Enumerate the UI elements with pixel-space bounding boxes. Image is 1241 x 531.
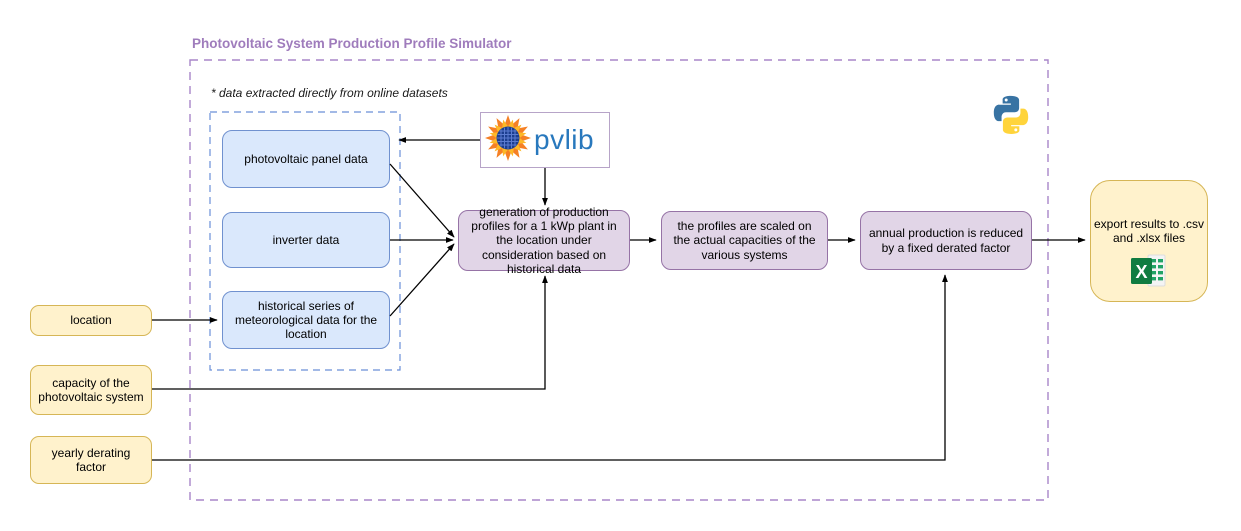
node-label: yearly derating factor [51,445,131,474]
python-icon [990,92,1032,138]
node-input-derating-factor: yearly derating factor [30,436,152,484]
node-label: location [70,313,112,328]
node-scale-profiles: the profiles are scaled on the actual ca… [661,211,828,270]
node-inverter-data: inverter data [222,212,390,268]
node-label: photovoltaic panel data [244,151,368,166]
node-label: the profiles are scaled on the actual ca… [673,219,816,262]
excel-x-letter: X [1135,262,1147,282]
node-photovoltaic-panel-data: photovoltaic panel data [222,130,390,188]
node-label: export results to .csv and .xlsx files [1093,217,1205,246]
node-historical-meteorological-data: historical series of meteorological data… [222,291,390,349]
arrow-weather-to-generation [389,243,455,317]
node-label: generation of production profiles for a … [471,205,617,276]
note-online-datasets: * data extracted directly from online da… [211,86,448,100]
pvlib-logo: pvlib [480,112,610,168]
node-input-location: location [30,305,152,336]
node-export-results: export results to .csv and .xlsx files X [1090,180,1208,302]
node-label: capacity of the photovoltaic system [38,375,144,404]
node-label: historical series of meteorological data… [234,298,378,342]
node-generate-profiles: generation of production profiles for a … [458,205,630,276]
node-derate-production: annual production is reduced by a fixed … [860,211,1032,270]
diagram-title: Photovoltaic System Production Profile S… [192,36,512,51]
pvlib-sun-icon [484,114,532,167]
node-input-capacity: capacity of the photovoltaic system [30,365,152,415]
node-label: annual production is reduced by a fixed … [868,226,1024,255]
simulator-boundary [189,59,1049,501]
pvlib-wordmark: pvlib [534,124,595,155]
node-label: inverter data [272,232,340,247]
arrow-panel-data-to-generation [389,163,455,238]
excel-icon: X [1130,254,1168,291]
